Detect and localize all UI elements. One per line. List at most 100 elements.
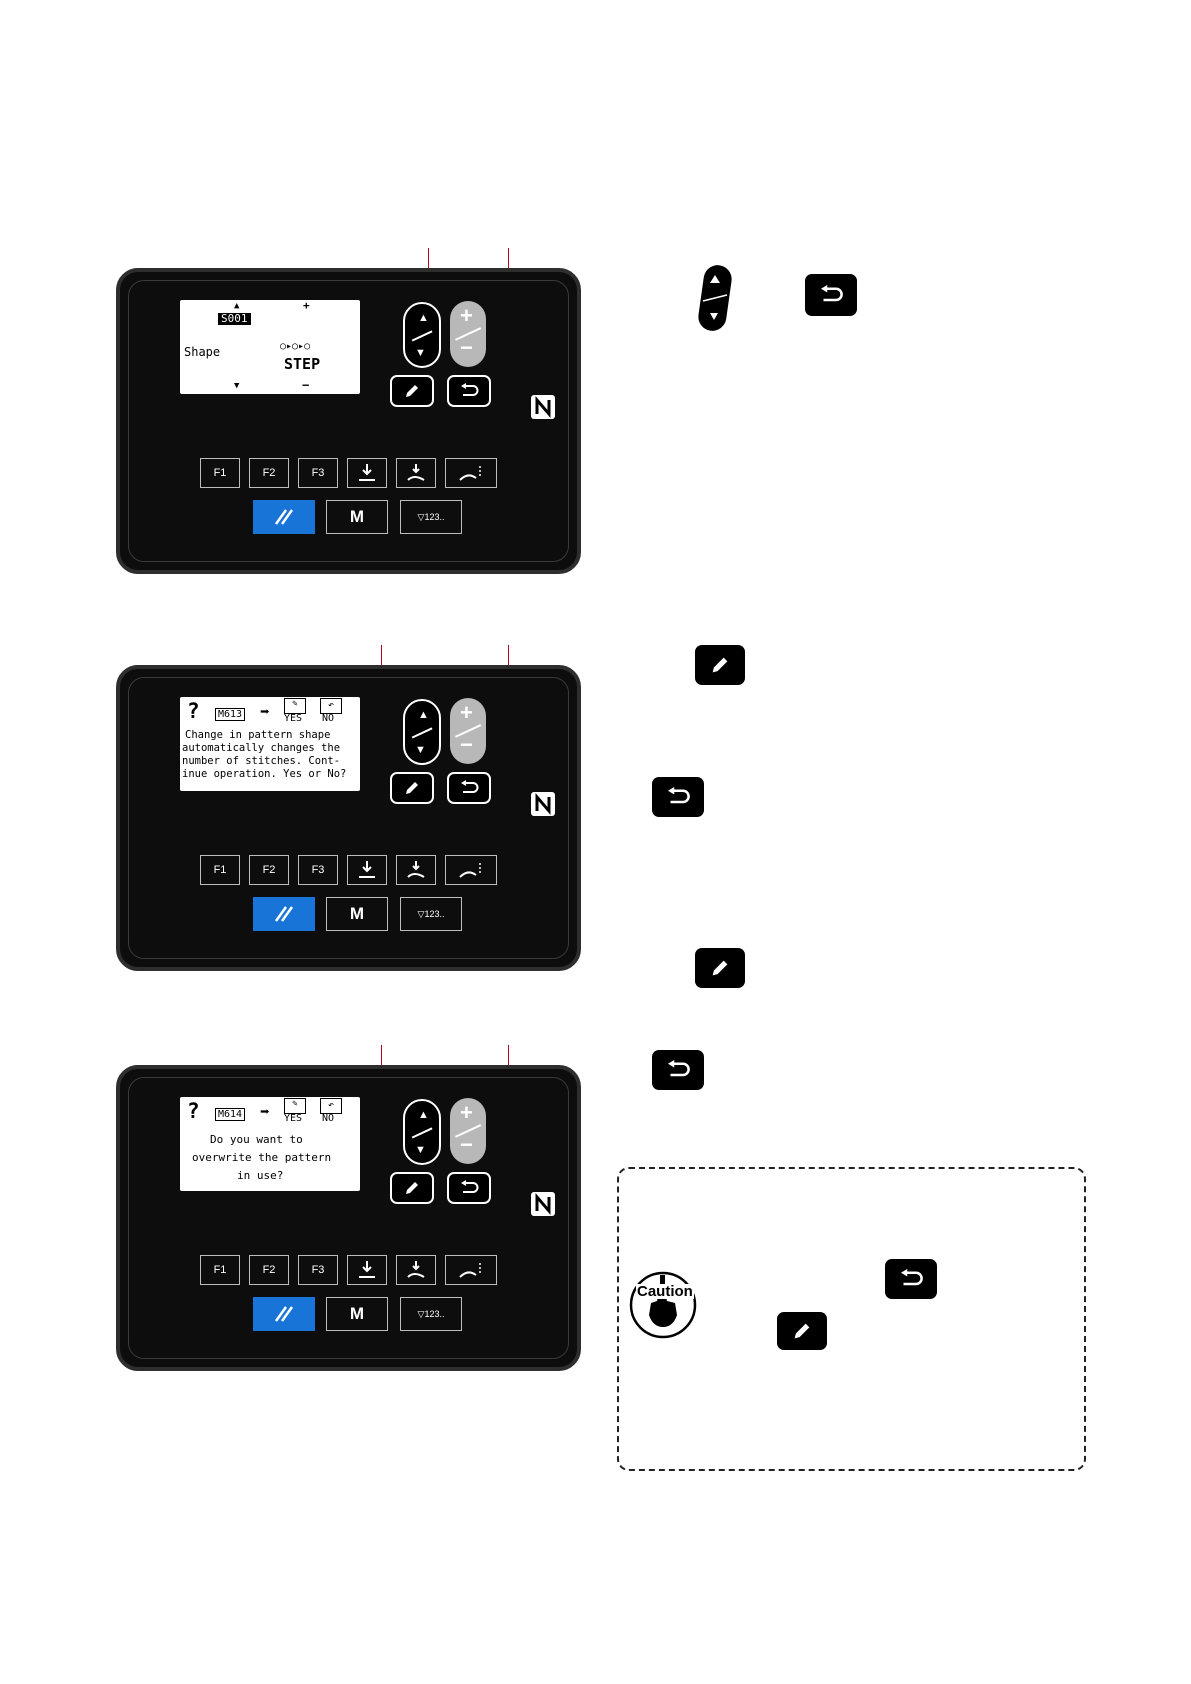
ready-icon — [274, 906, 294, 922]
return-arrow-icon — [461, 383, 479, 396]
up-down-key[interactable]: ▲ ▼ — [403, 302, 441, 368]
mode-key[interactable]: M — [326, 500, 388, 534]
f3-key[interactable]: F3 — [298, 1255, 338, 1285]
ready-key[interactable] — [253, 500, 315, 534]
wiper-key[interactable] — [445, 1255, 497, 1285]
edit-key-icon — [695, 645, 745, 685]
wiper-icon — [459, 1263, 481, 1278]
up-arrow-icon: ▲ — [418, 709, 429, 721]
counter-key[interactable]: ▽123.. — [400, 500, 462, 534]
up-arrow-icon: ▲ — [418, 312, 429, 324]
f1-key[interactable]: F1 — [200, 458, 240, 488]
arrow-up-icon: ▲ — [234, 301, 240, 311]
nfc-icon — [530, 791, 556, 817]
plus-icon: + — [460, 700, 473, 725]
counter-icon: ▽ — [417, 908, 425, 919]
presser-key[interactable] — [396, 458, 436, 488]
yes-label: YES — [284, 1113, 303, 1124]
plus-minus-key[interactable]: + − — [450, 698, 486, 764]
no-label: NO — [322, 713, 335, 724]
down-arrow-icon: ▼ — [415, 1144, 426, 1156]
edit-key[interactable] — [390, 375, 434, 407]
f2-key[interactable]: F2 — [249, 458, 289, 488]
ready-key[interactable] — [253, 897, 315, 931]
presser-key[interactable] — [396, 1255, 436, 1285]
f2-key[interactable]: F2 — [249, 1255, 289, 1285]
stitch-shape-icon: ○▸○▸○ — [280, 341, 311, 352]
wiper-key[interactable] — [445, 458, 497, 488]
f2-key[interactable]: F2 — [249, 855, 289, 885]
arrow-right-icon: ➡ — [260, 702, 270, 721]
down-arrow-icon: ▼ — [415, 744, 426, 756]
f1-key[interactable]: F1 — [200, 855, 240, 885]
wiper-icon — [459, 466, 481, 481]
return-key[interactable] — [447, 1172, 491, 1204]
message-line: Do you want to — [210, 1133, 303, 1146]
nfc-icon — [530, 394, 556, 420]
wiper-key[interactable] — [445, 855, 497, 885]
thread-trim-key[interactable] — [347, 458, 387, 488]
nfc-icon — [530, 1191, 556, 1217]
caution-label: Caution — [636, 1283, 694, 1300]
plus-icon: + — [460, 1100, 473, 1125]
message-line: automatically changes the — [182, 742, 341, 754]
plus-minus-key[interactable]: + − — [450, 301, 486, 367]
pencil-icon — [406, 385, 418, 397]
f3-key[interactable]: F3 — [298, 458, 338, 488]
presser-icon — [407, 861, 425, 878]
counter-label: 123.. — [424, 1309, 445, 1319]
edit-key[interactable] — [390, 1172, 434, 1204]
ready-key[interactable] — [253, 1297, 315, 1331]
counter-key[interactable]: ▽123.. — [400, 897, 462, 931]
return-key[interactable] — [447, 772, 491, 804]
arrow-down-icon: ▼ — [234, 381, 240, 391]
thread-trim-key[interactable] — [347, 1255, 387, 1285]
question-icon: ? — [187, 699, 200, 723]
edit-key[interactable] — [390, 772, 434, 804]
param-label: Shape — [184, 345, 221, 359]
counter-label: 123.. — [424, 909, 445, 919]
message-line: inue operation. Yes or No? — [182, 768, 347, 780]
wiper-icon — [459, 863, 481, 878]
message-line: Change in pattern shape — [185, 729, 331, 741]
edit-key-icon — [777, 1312, 827, 1350]
return-key[interactable] — [447, 375, 491, 407]
up-arrow-icon: ▲ — [418, 1109, 429, 1121]
presser-icon — [407, 464, 425, 481]
panel-bezel — [128, 280, 569, 562]
mode-key[interactable]: M — [326, 1297, 388, 1331]
counter-icon: ▽ — [417, 1308, 425, 1319]
message-line: in use? — [237, 1169, 284, 1182]
up-down-key-icon — [695, 263, 735, 333]
presser-icon — [407, 1261, 425, 1278]
up-down-key[interactable]: ▲ ▼ — [403, 1099, 441, 1165]
up-down-key[interactable]: ▲ ▼ — [403, 699, 441, 765]
f3-key[interactable]: F3 — [298, 855, 338, 885]
return-mini-icon: ↶ — [320, 698, 342, 714]
return-key-icon — [885, 1259, 937, 1299]
thread-trim-key[interactable] — [347, 855, 387, 885]
plus-minus-key[interactable]: + − — [450, 1098, 486, 1164]
operation-panel-1: ▲ + S001 Shape ○▸○▸○ STEP ▼ − ▲ ▼ + − F1… — [116, 268, 581, 574]
minus-icon: − — [460, 732, 473, 757]
caution-hand-icon: Caution — [629, 1271, 697, 1339]
value-label: STEP — [284, 355, 321, 373]
f1-key[interactable]: F1 — [200, 1255, 240, 1285]
plus-icon: + — [460, 303, 473, 328]
operation-panel-2: ? M613 ➡ ✎ ↶ YES NO Change in pattern sh… — [116, 665, 581, 971]
key-divider — [411, 727, 433, 739]
key-divider — [411, 1127, 433, 1139]
return-key-icon — [652, 1050, 704, 1090]
mode-key[interactable]: M — [326, 897, 388, 931]
arrow-right-icon: ➡ — [260, 1102, 270, 1121]
thread-trim-icon — [359, 464, 375, 481]
return-key-icon — [652, 777, 704, 817]
minus-icon: − — [460, 1132, 473, 1157]
edit-mini-icon: ✎ — [284, 1098, 306, 1114]
message-line: number of stitches. Cont- — [182, 755, 341, 767]
counter-key[interactable]: ▽123.. — [400, 1297, 462, 1331]
pencil-icon — [406, 1182, 418, 1194]
presser-key[interactable] — [396, 855, 436, 885]
message-line: overwrite the pattern — [192, 1151, 332, 1164]
return-mini-icon: ↶ — [320, 1098, 342, 1114]
